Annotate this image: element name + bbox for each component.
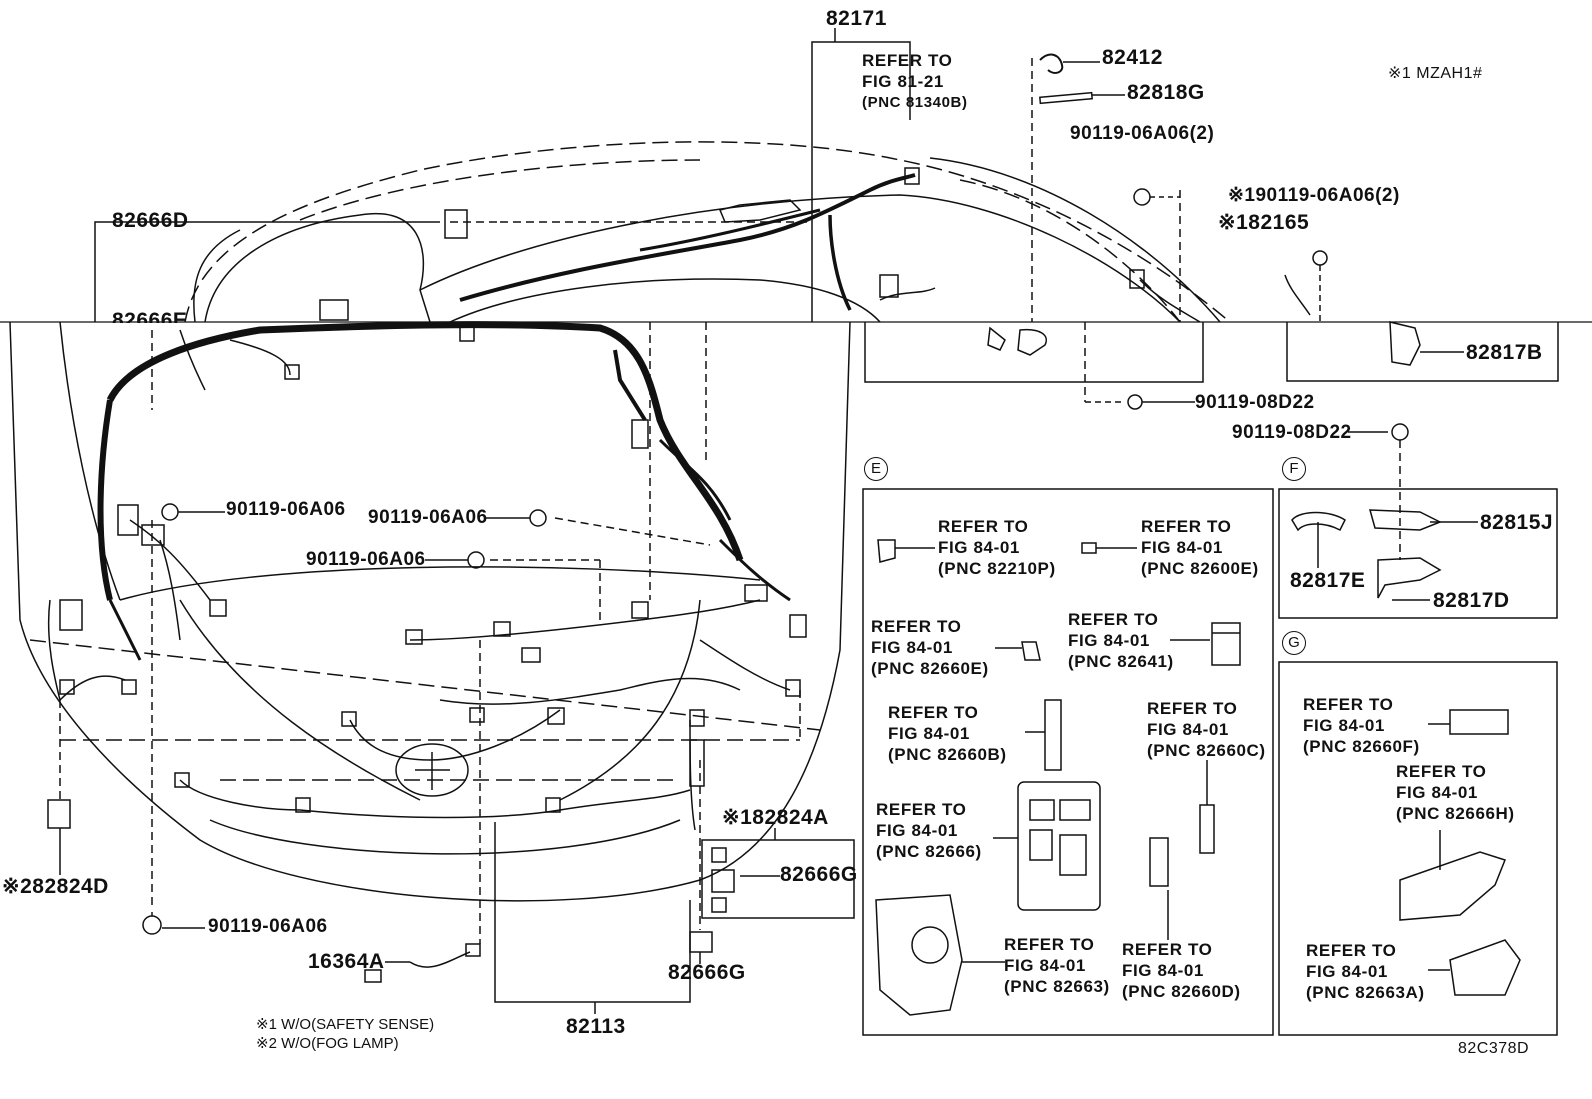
refer-82666-line1: REFER TO bbox=[876, 800, 967, 819]
refer-82660B: REFER TO FIG 84-01 (PNC 82660B) bbox=[888, 702, 1007, 765]
variant-note: ※1 MZAH1# bbox=[1388, 65, 1483, 82]
part-82817D-label: 82817D bbox=[1433, 589, 1510, 612]
refer-82660C-line1: REFER TO bbox=[1147, 699, 1238, 718]
part-90119-06A06-label-d: 90119-06A06 bbox=[208, 916, 328, 937]
refer-82660C: REFER TO FIG 84-01 (PNC 82660C) bbox=[1147, 698, 1266, 761]
refer-top-line2: FIG 81-21 bbox=[862, 72, 944, 91]
refer-82663A-line2: FIG 84-01 bbox=[1306, 962, 1388, 981]
refer-top: REFER TO FIG 81-21 (PNC 81340B) bbox=[862, 50, 968, 113]
refer-82600E-line3: (PNC 82600E) bbox=[1141, 559, 1259, 578]
refer-82660E-line1: REFER TO bbox=[871, 617, 962, 636]
refer-82666-line3: (PNC 82666) bbox=[876, 842, 982, 861]
refer-82641-line2: FIG 84-01 bbox=[1068, 631, 1150, 650]
part-90119-06A06-2-label: 90119-06A06(2) bbox=[1070, 123, 1215, 144]
part-82815J-label: 82815J bbox=[1480, 511, 1554, 534]
refer-82660D-line3: (PNC 82660D) bbox=[1122, 982, 1241, 1001]
refer-82641: REFER TO FIG 84-01 (PNC 82641) bbox=[1068, 609, 1174, 672]
refer-82660F-line1: REFER TO bbox=[1303, 695, 1394, 714]
refer-82660B-line2: FIG 84-01 bbox=[888, 724, 970, 743]
part-90119-06A06-label-c: 90119-06A06 bbox=[306, 549, 426, 570]
part-82666G-label-a: 82666G bbox=[780, 863, 858, 886]
refer-82660F: REFER TO FIG 84-01 (PNC 82660F) bbox=[1303, 694, 1420, 757]
refer-82663-line1: REFER TO bbox=[1004, 935, 1095, 954]
part-82818G-label: 82818G bbox=[1127, 81, 1205, 104]
refer-82663: REFER TO FIG 84-01 (PNC 82663) bbox=[1004, 934, 1110, 997]
refer-82663A-line3: (PNC 82663A) bbox=[1306, 983, 1425, 1002]
refer-82600E: REFER TO FIG 84-01 (PNC 82600E) bbox=[1141, 516, 1259, 579]
refer-82210P-line2: FIG 84-01 bbox=[938, 538, 1020, 557]
refer-82666H-line1: REFER TO bbox=[1396, 762, 1487, 781]
part-90119-08D22-label-b: 90119-08D22 bbox=[1232, 422, 1352, 443]
part-90119-06A06-label-a: 90119-06A06 bbox=[226, 499, 346, 520]
refer-82210P-line3: (PNC 82210P) bbox=[938, 559, 1056, 578]
section-E-marker: E bbox=[864, 457, 888, 481]
refer-82660F-line2: FIG 84-01 bbox=[1303, 716, 1385, 735]
refer-82660B-line1: REFER TO bbox=[888, 703, 979, 722]
refer-82663-line2: FIG 84-01 bbox=[1004, 956, 1086, 975]
refer-82641-line1: REFER TO bbox=[1068, 610, 1159, 629]
refer-top-line3: (PNC 81340B) bbox=[862, 94, 968, 111]
part-82817B-label: 82817B bbox=[1466, 341, 1543, 364]
refer-82660C-line2: FIG 84-01 bbox=[1147, 720, 1229, 739]
refer-82666H-line3: (PNC 82666H) bbox=[1396, 804, 1515, 823]
refer-82666H: REFER TO FIG 84-01 (PNC 82666H) bbox=[1396, 761, 1515, 824]
part-82824A-label: ※182824A bbox=[722, 806, 829, 829]
part-90119-08D22-label-a: 90119-08D22 bbox=[1195, 392, 1315, 413]
diagram-code: 82C378D bbox=[1458, 1040, 1530, 1057]
footnote-2: ※2 W/O(FOG LAMP) bbox=[256, 1035, 399, 1052]
refer-top-line1: REFER TO bbox=[862, 51, 953, 70]
refer-82600E-line1: REFER TO bbox=[1141, 517, 1232, 536]
section-G-marker: G bbox=[1282, 631, 1306, 655]
refer-82666: REFER TO FIG 84-01 (PNC 82666) bbox=[876, 799, 982, 862]
refer-82660E-line3: (PNC 82660E) bbox=[871, 659, 989, 678]
refer-82660F-line3: (PNC 82660F) bbox=[1303, 737, 1420, 756]
part-82824D-label: ※282824D bbox=[2, 875, 109, 898]
refer-82660D: REFER TO FIG 84-01 (PNC 82660D) bbox=[1122, 939, 1241, 1002]
refer-82660E: REFER TO FIG 84-01 (PNC 82660E) bbox=[871, 616, 989, 679]
refer-82660D-line2: FIG 84-01 bbox=[1122, 961, 1204, 980]
refer-82663A: REFER TO FIG 84-01 (PNC 82663A) bbox=[1306, 940, 1425, 1003]
section-F-marker: F bbox=[1282, 457, 1306, 481]
refer-82663A-line1: REFER TO bbox=[1306, 941, 1397, 960]
part-82817E-label: 82817E bbox=[1290, 569, 1366, 592]
refer-82663-line3: (PNC 82663) bbox=[1004, 977, 1110, 996]
refer-82666-line2: FIG 84-01 bbox=[876, 821, 958, 840]
refer-82660B-line3: (PNC 82660B) bbox=[888, 745, 1007, 764]
refer-82210P: REFER TO FIG 84-01 (PNC 82210P) bbox=[938, 516, 1056, 579]
part-82666G-label-b: 82666G bbox=[668, 961, 746, 984]
refer-82641-line3: (PNC 82641) bbox=[1068, 652, 1174, 671]
refer-82600E-line2: FIG 84-01 bbox=[1141, 538, 1223, 557]
refer-82660C-line3: (PNC 82660C) bbox=[1147, 741, 1266, 760]
part-82666E-label: 82666E bbox=[112, 309, 188, 332]
refer-82660D-line1: REFER TO bbox=[1122, 940, 1213, 959]
part-82666D-label: 82666D bbox=[112, 209, 189, 232]
part-82113-label: 82113 bbox=[566, 1015, 626, 1038]
refer-82660E-line2: FIG 84-01 bbox=[871, 638, 953, 657]
part-82171-label: 82171 bbox=[826, 7, 887, 30]
refer-82666H-line2: FIG 84-01 bbox=[1396, 783, 1478, 802]
part-82412-label: 82412 bbox=[1102, 46, 1163, 69]
footnote-1: ※1 W/O(SAFETY SENSE) bbox=[256, 1016, 435, 1033]
part-16364A-label: 16364A bbox=[308, 950, 385, 973]
part-190119-06A06-2-label: ※190119-06A06(2) bbox=[1228, 185, 1400, 206]
footnotes: ※1 W/O(SAFETY SENSE) ※2 W/O(FOG LAMP) bbox=[256, 1015, 434, 1053]
part-90119-06A06-label-b: 90119-06A06 bbox=[368, 507, 488, 528]
part-82165-label: ※182165 bbox=[1218, 211, 1310, 234]
refer-82210P-line1: REFER TO bbox=[938, 517, 1029, 536]
